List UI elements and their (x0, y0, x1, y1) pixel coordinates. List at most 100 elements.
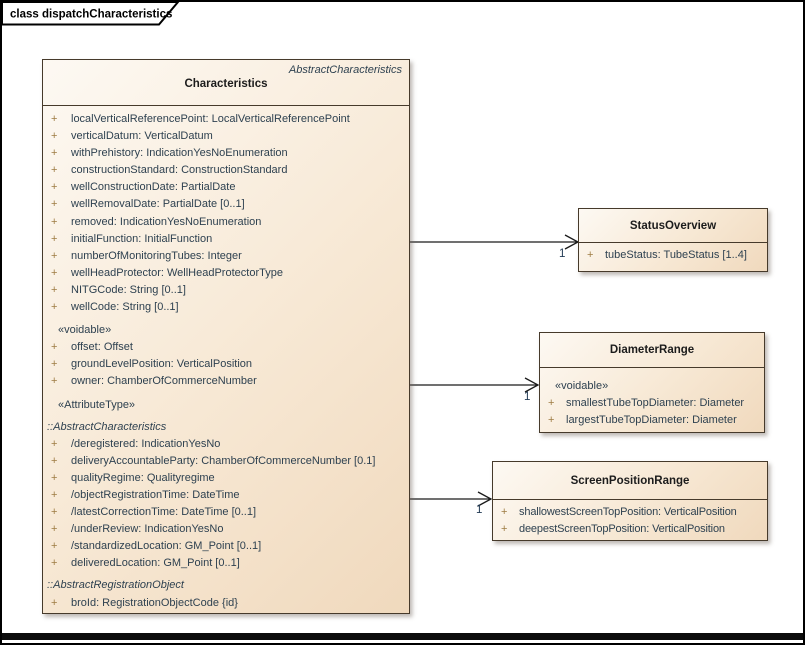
visibility-plus: + (51, 375, 58, 388)
attribute-text: /objectRegistrationTime: DateTime (71, 488, 240, 501)
parent-class-label: ::AbstractCharacteristics (47, 420, 167, 433)
visibility-plus: + (51, 454, 58, 467)
attribute-text: offset: Offset (71, 341, 133, 354)
class-characteristics[interactable]: AbstractCharacteristics Characteristics … (42, 59, 410, 614)
attribute-row: + wellHeadProtector: WellHeadProtectorTyp… (51, 265, 405, 282)
class-name: Characteristics (184, 78, 268, 90)
attribute-row: + wellConstructionDate: PartialDate (51, 179, 405, 196)
visibility-plus: + (51, 232, 58, 245)
attribute-text: removed: IndicationYesNoEnumeration (71, 215, 262, 228)
attribute-row: +qualityRegime: Qualityregime (51, 470, 405, 487)
diagram-title: class dispatchCharacteristics (10, 9, 172, 21)
visibility-plus: + (51, 181, 58, 194)
attribute-text: verticalDatum: VerticalDatum (71, 130, 213, 143)
visibility-plus: + (51, 164, 58, 177)
attribute-row: + owner: ChamberOfCommerceNumber (51, 373, 405, 390)
attribute-row: + initialFunction: InitialFunction (51, 231, 405, 248)
attribute-text: /standardizedLocation: GM_Point [0..1] (71, 540, 262, 553)
attribute-row: + tubeStatus: TubeStatus [1..4] (587, 247, 763, 264)
attribute-text: broId: RegistrationObjectCode {id} (71, 596, 238, 609)
stereotype-group-label: «voidable» (555, 380, 609, 392)
class-header: AbstractCharacteristics Characteristics (43, 60, 409, 106)
attribute-text: localVerticalReferencePoint: LocalVertic… (71, 113, 350, 125)
attribute-text: deliveryAccountableParty: ChamberOfComme… (71, 454, 376, 467)
bottom-edge-bar (2, 633, 803, 640)
attribute-text: tubeStatus: TubeStatus [1..4] (605, 249, 747, 261)
attribute-text: initialFunction: InitialFunction (71, 232, 213, 245)
attribute-row: +deliveredLocation: GM_Point [0..1] (51, 555, 405, 572)
attribute-text: /deregistered: IndicationYesNo (71, 437, 221, 450)
visibility-plus: + (51, 283, 58, 296)
attribute-row: + /deregistered: IndicationYesNo (51, 436, 405, 453)
visibility-plus: + (51, 266, 58, 279)
attribute-text: deepestScreenTopPosition: VerticalPositi… (519, 523, 725, 536)
visibility-plus: + (51, 506, 58, 519)
attribute-text: withPrehistory: IndicationYesNoEnumerati… (71, 147, 288, 160)
attribute-text: /latestCorrectionTime: DateTime [0..1] (71, 506, 257, 519)
attribute-row: +shallowestScreenTopPosition: VerticalPo… (501, 504, 763, 521)
visibility-plus: + (501, 506, 508, 518)
visibility-plus: + (548, 414, 555, 427)
attribute-row: + /objectRegistrationTime: DateTime (51, 487, 405, 504)
visibility-plus: + (51, 198, 58, 211)
diagram-frame-tab: class dispatchCharacteristics (2, 2, 180, 26)
attribute-row: + removed: IndicationYesNoEnumeration (51, 214, 405, 231)
attribute-row: + verticalDatum: VerticalDatum (51, 128, 405, 145)
multiplicity-label: 1 (476, 504, 483, 516)
attribute-compartment: + tubeStatus: TubeStatus [1..4] (579, 243, 767, 264)
attribute-text: constructionStandard: ConstructionStanda… (71, 164, 288, 177)
stereotype-group-label: «voidable» (58, 324, 112, 337)
attribute-text: wellCode: String [0..1] (71, 301, 179, 314)
attribute-text: qualityRegime: Qualityregime (71, 471, 215, 484)
attribute-text: smallestTubeTopDiameter: Diameter (566, 397, 745, 410)
attribute-row: + NITGCode: String [0..1] (51, 282, 405, 299)
visibility-plus: + (587, 249, 594, 261)
open-arrowhead-icon (524, 377, 540, 393)
attribute-row: + constructionStandard: ConstructionStand… (51, 162, 405, 179)
attribute-row: + withPrehistory: IndicationYesNoEnumerat… (51, 145, 405, 162)
attribute-row: + /standardizedLocation: GM_Point [0..1] (51, 538, 405, 555)
visibility-plus: + (51, 596, 58, 609)
attribute-row: + smallestTubeTopDiameter: Diameter (548, 395, 760, 412)
attribute-text: numberOfMonitoringTubes: Integer (71, 249, 242, 262)
class-header: ScreenPositionRange (493, 462, 767, 500)
attribute-text: groundLevelPosition: VerticalPosition (71, 358, 253, 371)
attribute-text: wellConstructionDate: PartialDate (71, 181, 236, 194)
attribute-text: /underReview: IndicationYesNo (71, 523, 224, 536)
attribute-row: + broId: RegistrationObjectCode {id} (51, 595, 405, 612)
attribute-text: wellHeadProtector: WellHeadProtectorType (71, 266, 283, 279)
stereotype-group-label: «AttributeType» (58, 398, 136, 411)
visibility-plus: + (51, 437, 58, 450)
attribute-row: +offset: Offset (51, 339, 405, 356)
multiplicity-label: 1 (524, 391, 531, 403)
attribute-row: + deepestScreenTopPosition: VerticalPosit… (501, 521, 763, 538)
visibility-plus: + (501, 523, 508, 536)
attribute-row: + /underReview: IndicationYesNo (51, 521, 405, 538)
class-name: DiameterRange (609, 344, 695, 356)
visibility-plus: + (51, 215, 58, 228)
visibility-plus: + (51, 488, 58, 501)
visibility-plus: + (51, 523, 58, 536)
attribute-text: owner: ChamberOfCommerceNumber (71, 375, 257, 388)
class-name: StatusOverview (629, 219, 717, 232)
visibility-plus: + (51, 301, 58, 314)
class-screenpositionrange[interactable]: ScreenPositionRange +shallowestScreenTop… (492, 461, 768, 541)
tab-shape (2, 2, 180, 26)
attribute-compartment: +shallowestScreenTopPosition: VerticalPo… (493, 500, 767, 538)
attribute-text: NITGCode: String [0..1] (71, 283, 186, 296)
attribute-row: + deliveryAccountableParty: ChamberOfComm… (51, 453, 405, 470)
visibility-plus: + (51, 540, 58, 553)
open-arrowhead-icon (564, 234, 580, 250)
attribute-row: +groundLevelPosition: VerticalPosition (51, 356, 405, 373)
visibility-plus: + (548, 397, 555, 410)
parent-class-label: ::AbstractRegistrationObject (47, 579, 184, 592)
visibility-plus: + (51, 130, 58, 143)
class-statusoverview[interactable]: StatusOverview + tubeStatus: TubeStatus [… (578, 208, 768, 272)
visibility-plus: + (51, 147, 58, 160)
visibility-plus: + (51, 249, 58, 262)
attribute-row: + numberOfMonitoringTubes: Integer (51, 248, 405, 265)
class-diameterrange[interactable]: DiameterRange «voidable»+smallestTubeTop… (539, 332, 765, 433)
class-name: ScreenPositionRange (570, 474, 690, 487)
attribute-text: deliveredLocation: GM_Point [0..1] (71, 557, 240, 570)
